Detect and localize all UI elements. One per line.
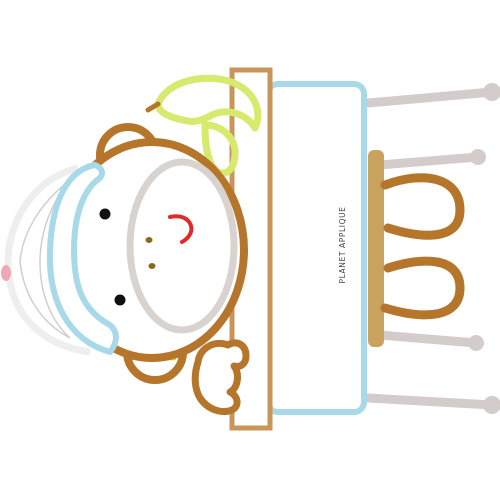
monkey-muzzle xyxy=(126,158,238,334)
desk-leg xyxy=(375,149,486,170)
cap-band xyxy=(46,162,119,355)
desk-leg xyxy=(375,330,484,351)
nostril xyxy=(148,263,156,269)
monkey-mouth xyxy=(168,214,194,244)
desk-drawer xyxy=(368,150,384,347)
cap-seam xyxy=(19,261,71,339)
desk-legs xyxy=(363,83,500,414)
desk-leg xyxy=(363,83,500,108)
monkey-tail xyxy=(380,173,465,320)
nostril xyxy=(145,237,153,243)
brand-text: PLANET APPLIQUE xyxy=(338,206,347,283)
monkey-eye-top xyxy=(99,208,111,220)
cap-button xyxy=(1,265,11,281)
desk-paper xyxy=(265,81,367,415)
banana-stem xyxy=(145,101,161,113)
monkey-hand xyxy=(191,339,250,415)
banana xyxy=(154,74,262,177)
monkey-eye-bottom xyxy=(114,294,126,306)
desk-leg xyxy=(363,393,500,414)
cap-seam xyxy=(39,179,71,339)
cap-seam xyxy=(19,179,71,263)
